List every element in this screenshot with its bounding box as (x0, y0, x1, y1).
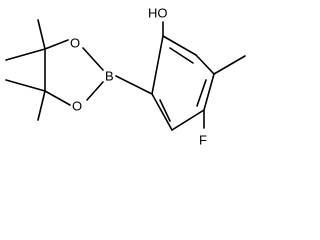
pinacol-methyls (5, 19, 46, 121)
fluorine-label: F (199, 133, 207, 148)
dioxaborolane-ring (44, 39, 104, 106)
methyl-bottom-left (5, 79, 46, 92)
ring-bond-c1-c2 (162, 35, 197, 56)
hydroxyl-label: HO (148, 6, 168, 21)
bond-b-o-bottom (86, 81, 104, 101)
benzene-ring (151, 35, 215, 131)
molecule-structure: HO B O O F (5, 6, 246, 148)
methyl-top-up (37, 19, 46, 50)
bond-c3-methyl (213, 55, 246, 75)
oxygen-bottom-label: O (72, 99, 82, 114)
methyl-top-left (5, 48, 46, 61)
ring-double-bond-inner-3 (159, 99, 171, 122)
ring-double-bond-inner-1 (169, 47, 194, 64)
ring-double-bond-inner-2 (196, 79, 207, 107)
ring-bond-c5-c6 (151, 93, 173, 131)
ring-bond-c4-c5 (171, 109, 205, 131)
bond-b-o-top (82, 47, 104, 71)
bond-o-bottom-c (44, 90, 71, 106)
ring-bond-c3-c4 (203, 73, 215, 111)
ring-bond-c6-c1 (151, 35, 164, 95)
oxygen-top-label: O (70, 36, 80, 51)
methyl-bottom-down (37, 90, 46, 121)
bond-c6-boron (115, 75, 153, 95)
bond-o-top-c (44, 39, 69, 50)
boron-label: B (105, 69, 114, 84)
ring-bond-c2-c3 (195, 54, 215, 75)
